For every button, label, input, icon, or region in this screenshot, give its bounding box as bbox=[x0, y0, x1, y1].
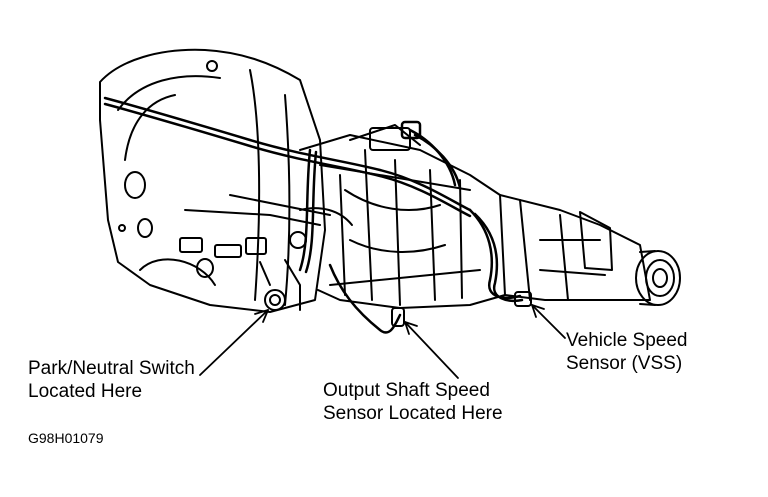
vss-sensor-icon bbox=[514, 291, 532, 307]
figure-code: G98H01079 bbox=[28, 430, 104, 446]
park-neutral-line1: Park/Neutral Switch bbox=[28, 358, 195, 379]
main-case bbox=[299, 124, 506, 309]
wiring-harness bbox=[103, 96, 524, 334]
bell-housing bbox=[99, 48, 326, 313]
extension-housing bbox=[499, 194, 651, 301]
vehicle-speed-sensor-label: Vehicle Speed Sensor (VSS) bbox=[566, 329, 688, 375]
output-shaft-leader bbox=[404, 321, 459, 379]
park-neutral-switch-label: Park/Neutral Switch Located Here bbox=[28, 357, 195, 403]
output-shaft-line1: Output Shaft Speed bbox=[323, 380, 490, 401]
output-shaft-sensor-icon bbox=[391, 307, 405, 327]
vss-line2: Sensor (VSS) bbox=[566, 353, 683, 374]
park-neutral-switch-icon bbox=[264, 289, 286, 311]
vss-line1: Vehicle Speed bbox=[566, 330, 688, 351]
output-yoke bbox=[635, 250, 681, 306]
sensor-details bbox=[179, 194, 532, 327]
output-shaft-line2: Sensor Located Here bbox=[323, 403, 503, 424]
leader-lines bbox=[199, 304, 566, 379]
park-neutral-leader bbox=[199, 309, 269, 376]
output-shaft-sensor-label: Output Shaft Speed Sensor Located Here bbox=[323, 379, 503, 425]
vss-leader bbox=[531, 304, 566, 339]
park-neutral-line2: Located Here bbox=[28, 381, 143, 402]
